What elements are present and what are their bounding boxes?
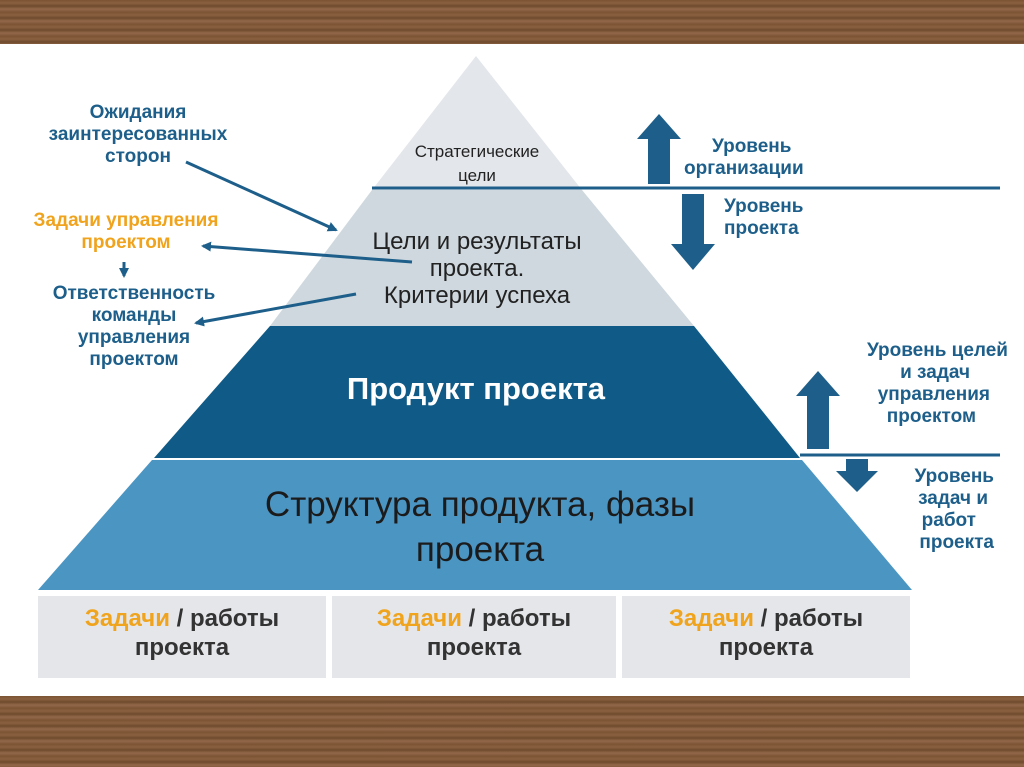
team-responsibility-line-3: управления xyxy=(77,327,191,348)
arrow-up-goals-icon xyxy=(796,371,840,449)
team-responsibility-line-2: команды xyxy=(91,305,177,326)
pyramid-tier-project-goals xyxy=(270,190,694,326)
strategic-goals-label: Стратегические цели xyxy=(386,140,568,188)
org-level-line-2: организации xyxy=(684,158,804,179)
strategic-goals-line-2: цели xyxy=(458,166,496,185)
project-goals-line-2: проекта. xyxy=(429,255,525,282)
org-level-line-1: Уровень xyxy=(712,136,792,157)
wood-frame-bottom xyxy=(0,696,1024,767)
stakeholders-line-2: заинтересованных xyxy=(48,124,228,145)
tasks-level-line-1: Уровень xyxy=(914,466,994,487)
task-box-2-highlight: Задачи xyxy=(376,605,462,632)
task-box-2-text: Задачи / работы проекта xyxy=(334,604,614,662)
task-box-3 xyxy=(622,596,910,678)
connector-responsibility-arrow xyxy=(194,292,357,327)
task-box-3-rest: / работы xyxy=(753,605,864,632)
pyramid-tier-product xyxy=(154,326,800,458)
arrow-down-project-icon xyxy=(671,194,715,270)
project-level-line-2: проекта xyxy=(724,218,799,239)
org-level-label: Уровень организации xyxy=(684,136,854,180)
connector-management-arrow xyxy=(201,241,413,264)
task-box-1 xyxy=(38,596,326,678)
goals-level-line-3: управления xyxy=(877,384,990,405)
tasks-management-label: Задачи управления проектом xyxy=(6,210,246,254)
tasks-management-line-2: проектом xyxy=(81,232,171,253)
team-responsibility-line-1: Ответственность xyxy=(52,283,216,304)
project-level-line-1: Уровень xyxy=(724,196,804,217)
task-box-2 xyxy=(332,596,616,678)
task-box-1-line-2: проекта xyxy=(134,634,230,661)
project-level-label: Уровень проекта xyxy=(724,196,844,240)
task-box-1-text: Задачи / работы проекта xyxy=(42,604,322,662)
structure-label: Структура продукта, фазы проекта xyxy=(180,482,780,572)
tasks-level-label: Уровень задач и работ проекта xyxy=(868,466,994,554)
task-box-3-highlight: Задачи xyxy=(668,605,754,632)
arrow-down-tasks-icon xyxy=(836,459,878,492)
project-goals-line-1: Цели и результаты xyxy=(372,228,582,255)
tasks-level-line-4: проекта xyxy=(919,532,994,553)
goals-level-line-1: Уровень целей xyxy=(866,340,1008,361)
tasks-management-line-1: Задачи управления xyxy=(33,210,219,231)
team-responsibility-label: Ответственность команды управления проек… xyxy=(14,283,254,377)
goals-level-line-2: и задач xyxy=(900,362,970,383)
wood-frame-top xyxy=(0,0,1024,44)
task-box-3-line-2: проекта xyxy=(718,634,814,661)
goals-level-line-4: проектом xyxy=(886,406,976,427)
stakeholders-line-3: сторон xyxy=(105,146,171,167)
task-box-2-line-2: проекта xyxy=(426,634,522,661)
project-goals-label: Цели и результаты проекта. Критерии успе… xyxy=(312,228,642,309)
structure-line-2: проекта xyxy=(415,530,545,569)
connector-stakeholders-arrow xyxy=(185,160,338,232)
tasks-level-line-2: задач и xyxy=(918,488,988,509)
task-box-2-rest: / работы xyxy=(461,605,572,632)
pyramid-tier-strategic xyxy=(372,56,582,190)
team-responsibility-line-4: проектом xyxy=(89,349,179,370)
project-goals-line-3: Критерии успеха xyxy=(383,282,571,309)
product-label: Продукт проекта xyxy=(346,371,606,406)
stakeholders-label: Ожидания заинтересованных сторон xyxy=(18,102,258,168)
tasks-level-line-3: работ xyxy=(921,510,976,531)
task-box-1-rest: / работы xyxy=(169,605,280,632)
strategic-goals-line-1: Стратегические xyxy=(414,142,540,161)
task-box-1-highlight: Задачи xyxy=(84,605,170,632)
stakeholders-line-1: Ожидания xyxy=(89,102,187,123)
task-box-3-text: Задачи / работы проекта xyxy=(626,604,906,662)
arrow-up-org-icon xyxy=(637,114,681,184)
goals-level-label: Уровень целей и задач управления проекто… xyxy=(812,340,1008,428)
structure-line-1: Структура продукта, фазы xyxy=(264,485,696,524)
pyramid-tier-structure xyxy=(38,460,912,590)
